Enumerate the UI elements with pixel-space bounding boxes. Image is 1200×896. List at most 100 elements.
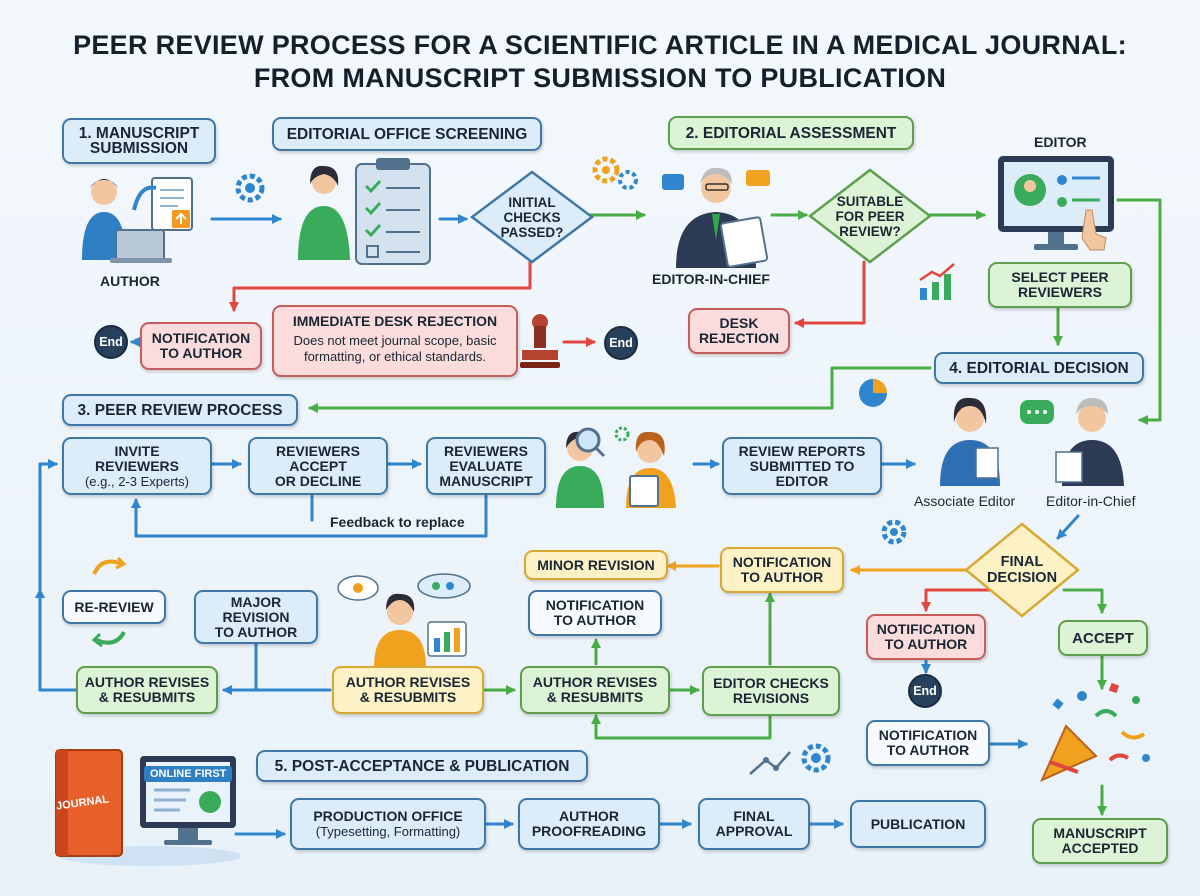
decision-line: REVIEW? — [839, 223, 901, 239]
arrow-suitable-fail — [794, 260, 866, 328]
chart-icon — [919, 263, 955, 300]
end-node-1: End — [94, 325, 128, 359]
gear-icon — [592, 156, 638, 190]
header-line: SUBMISSION — [89, 140, 189, 157]
associate-editor-label: Associate Editor — [914, 493, 1016, 509]
box-line: EDITOR — [775, 472, 829, 489]
header-line: 1. MANUSCRIPT — [78, 125, 200, 142]
box-line: MANUSCRIPT — [439, 472, 533, 489]
gear-icon — [235, 173, 265, 203]
end-node-2: End — [604, 326, 638, 360]
arrow-feedback-loop — [131, 494, 488, 538]
accept-box[interactable]: ACCEPT — [1058, 620, 1148, 656]
box-line: MAJOR — [230, 593, 282, 610]
desk-rejection-title: IMMEDIATE DESK REJECTION — [292, 313, 498, 329]
re-review[interactable]: RE-REVIEW — [62, 590, 166, 624]
stamp-icon — [520, 314, 560, 368]
end-node-3: End — [908, 674, 942, 708]
minor-revision[interactable]: MINOR REVISION — [524, 550, 668, 580]
box-line: REVIEWERS — [94, 457, 179, 474]
screening-header: EDITORIAL OFFICE SCREENING — [272, 117, 542, 151]
box-line: REVIEWERS — [275, 442, 360, 459]
box-line: EVALUATE — [449, 457, 523, 474]
decision-line: SUITABLE — [836, 193, 904, 209]
magnifier-icon — [556, 426, 676, 508]
box-line: NOTIFICATION — [732, 554, 832, 570]
author-label: AUTHOR — [100, 273, 160, 289]
editor-in-chief-icon — [662, 167, 770, 268]
box-line: MANUSCRIPT — [1053, 825, 1147, 841]
arrow-decision-to-peer-review — [308, 366, 932, 413]
box-line: SUBMITTED TO — [749, 457, 855, 474]
monitor-icon — [998, 156, 1114, 251]
box-line: AUTHOR — [559, 808, 619, 824]
box-line: SELECT PEER — [1011, 269, 1109, 285]
box-line: REVISION — [222, 608, 290, 625]
box-line: REVIEWERS — [443, 442, 528, 459]
box-line: REVIEW REPORTS — [738, 442, 866, 459]
gear-icon — [881, 519, 907, 545]
box-line: EDITOR CHECKS — [713, 675, 829, 691]
editorial-decision-header: 4. EDITORIAL DECISION — [934, 352, 1144, 384]
box-line: APPROVAL — [715, 823, 793, 839]
clipboard-icon — [298, 158, 431, 265]
box-line: TO AUTHOR — [214, 623, 298, 640]
confetti-icon — [1040, 682, 1150, 782]
online-first-label: ONLINE FIRST — [144, 766, 233, 782]
gear-icon — [749, 743, 831, 775]
eic-label: EDITOR-IN-CHIEF — [652, 271, 770, 287]
editors-discussion-icon — [940, 397, 1124, 486]
box-line: OR DECLINE — [274, 472, 362, 489]
box-line: NOTIFICATION — [878, 727, 978, 743]
decision-line: FOR PEER — [835, 208, 905, 224]
desk-rejection-desc: Does not meet journal scope, basic — [293, 333, 497, 348]
editor-label: EDITOR — [1034, 134, 1087, 150]
production-office[interactable]: PRODUCTION OFFICE(Typesetting, Formattin… — [290, 798, 486, 850]
box-line: FINAL — [733, 808, 775, 824]
decision-line: PASSED? — [500, 224, 564, 240]
box-line: AUTHOR REVISES — [532, 674, 658, 690]
author-revises-resubmits-center[interactable]: AUTHOR REVISES& RESUBMITS — [332, 666, 484, 714]
arrow-editors-to-final — [1056, 514, 1080, 540]
box-line: & RESUBMITS — [359, 689, 457, 705]
box-line: NOTIFICATION — [545, 597, 645, 613]
box-line: ACCEPT — [289, 457, 347, 474]
box-line: TO AUTHOR — [740, 569, 824, 585]
box-line: TO AUTHOR — [886, 742, 970, 758]
arrow-final-accept — [1062, 588, 1107, 614]
arrow-resubmit-to-invite — [38, 459, 78, 692]
editor-in-chief-label: Editor-in-Chief — [1046, 493, 1136, 509]
box-line: & RESUBMITS — [546, 689, 644, 705]
editorial-assessment-header: 2. EDITORIAL ASSESSMENT — [668, 116, 914, 150]
box-line: & RESUBMITS — [98, 689, 196, 705]
decision-line: CHECKS — [503, 209, 561, 225]
author-revises-resubmits-left[interactable]: AUTHOR REVISES& RESUBMITS — [76, 666, 218, 714]
box-line: TO AUTHOR — [159, 345, 243, 361]
title-line-2: FROM MANUSCRIPT SUBMISSION TO PUBLICATIO… — [253, 63, 947, 93]
box-line: (e.g., 2-3 Experts) — [84, 473, 190, 489]
publication[interactable]: PUBLICATION — [850, 800, 986, 848]
box-line: AUTHOR REVISES — [345, 674, 471, 690]
box-line: NOTIFICATION — [876, 621, 976, 637]
author-revises-resubmits-right[interactable]: AUTHOR REVISES& RESUBMITS — [520, 666, 670, 714]
